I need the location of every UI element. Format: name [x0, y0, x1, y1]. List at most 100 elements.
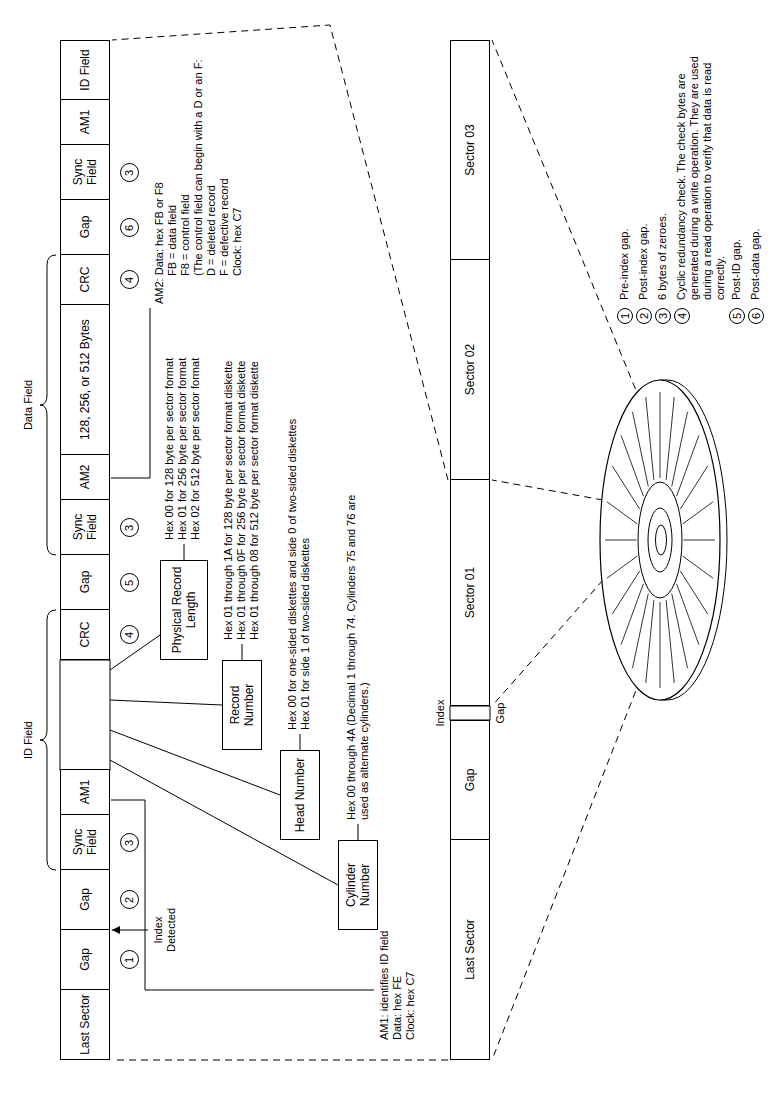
- legend-text: 6 bytes of zeroes.: [656, 28, 669, 300]
- data-field-bracket: [40, 255, 56, 555]
- track-field-box: Sync Field: [60, 499, 110, 555]
- field-label: ID Field: [78, 47, 92, 92]
- leader-line: [358, 824, 359, 840]
- track-field-box: Sync Field: [60, 144, 110, 200]
- sector-box: Last Sector: [450, 839, 490, 1060]
- disk-sector-line: [666, 600, 674, 683]
- disk-sector-line: [607, 556, 637, 578]
- legend-text: Cyclic redundancy check. The check bytes…: [675, 28, 727, 300]
- field-label: Gap: [78, 946, 92, 973]
- dashed-line: [112, 25, 448, 480]
- disk-sector-line: [677, 435, 699, 496]
- disk-radials: [605, 392, 715, 688]
- field-label: Sync Field: [71, 500, 99, 554]
- disk-sector-line: [612, 571, 639, 614]
- field-group-label: Data Field: [22, 345, 35, 465]
- id-field-bracket: [40, 610, 56, 870]
- disk-sector-line: [677, 584, 699, 645]
- field-description: Hex 01 through 1A for 128 byte per secto…: [222, 304, 235, 640]
- field-label: AM2: [78, 463, 92, 492]
- field-description: AM1: identifies ID field: [378, 830, 391, 1040]
- track-field-box: AM1: [60, 769, 110, 815]
- field-description: F8 = control field: [179, 48, 192, 276]
- callout-number: 5: [729, 308, 745, 324]
- field-label: Gap: [78, 569, 92, 596]
- track-field-box: Gap: [60, 199, 110, 255]
- field-label: Sector 01: [463, 565, 477, 620]
- track-field-box: AM2: [60, 454, 110, 500]
- dashed-line: [492, 580, 603, 706]
- index-label: Index Detected: [152, 896, 178, 964]
- callout-number: 4: [120, 626, 139, 645]
- track-field-box: 128, 256, or 512 Bytes: [60, 304, 110, 455]
- field-label: Physical Record Length: [170, 561, 198, 659]
- leader-line: [184, 544, 185, 560]
- disk-sector-line: [612, 466, 639, 509]
- field-description: AM2: Data: hex FB or F8: [153, 48, 166, 304]
- disk-hole: [656, 525, 667, 555]
- disk-sector-line: [672, 412, 688, 486]
- disk-ring: [638, 482, 682, 598]
- field-label: 128, 256, or 512 Bytes: [78, 317, 92, 442]
- dashed-line: [492, 40, 640, 400]
- field-description: Hex 00 through 4A (Decimal 1 through 74.…: [345, 475, 371, 820]
- sector-box: Sector 02: [450, 259, 490, 480]
- id-field-box: [60, 660, 110, 770]
- legend-text: Post-index gap.: [637, 28, 650, 300]
- field-label: AM1: [78, 778, 92, 807]
- disk-sector-line: [633, 412, 649, 486]
- disk-sector-line: [680, 571, 707, 614]
- field-label: Last Sector: [463, 917, 477, 982]
- field-label: Sector 02: [463, 342, 477, 397]
- field-label: CRC: [78, 265, 92, 295]
- track-field-box: AM1: [60, 99, 110, 145]
- track-field-box: Sync Field: [60, 814, 110, 870]
- callout-number: 3: [655, 308, 671, 324]
- callout-number: 3: [120, 834, 139, 853]
- track-field-box: Gap: [60, 554, 110, 610]
- field-description: Hex 02 for 512 byte per sector format: [189, 300, 202, 540]
- field-label: Head Number: [293, 756, 307, 835]
- callout-number: 6: [120, 219, 139, 238]
- field-label: Last Sector: [78, 992, 92, 1057]
- callout-number: 3: [120, 519, 139, 538]
- disk-sector-line: [646, 600, 654, 683]
- disk-sector-line: [621, 584, 643, 645]
- field-label: Sector 03: [463, 122, 477, 177]
- field-description: (The control field can begin with a D or…: [192, 48, 205, 276]
- field-label: CRC: [78, 620, 92, 650]
- field-description: Clock: hex C7: [404, 830, 417, 1040]
- field-description: FB = data field: [166, 48, 179, 276]
- id-subfield-box: Physical Record Length: [160, 560, 208, 660]
- field-label: Record Number: [228, 661, 256, 749]
- disk-sector-line: [607, 502, 637, 524]
- diskette-drawing: [600, 380, 727, 700]
- field-group-label: ID Field: [22, 680, 35, 800]
- field-description: Hex 01 through 0F for 256 byte per secto…: [235, 304, 248, 640]
- leader-line: [300, 734, 301, 750]
- index-gap-box: [450, 706, 490, 720]
- sector-box: Gap: [450, 720, 490, 840]
- field-description: F = defective record: [218, 48, 231, 276]
- field-description: Hex 01 for side 1 of two-sided diskettes: [299, 330, 312, 730]
- field-description: Hex 01 through 08 for 512 byte per secto…: [248, 304, 261, 640]
- index-arrow: [112, 929, 148, 930]
- disk-surface: [600, 380, 720, 700]
- field-description: Hex 00 for one-sided diskettes and side …: [286, 330, 299, 730]
- disk-sector-line: [660, 602, 661, 688]
- legend-text: Post-ID gap.: [730, 28, 743, 300]
- legend-text: Pre-index gap.: [618, 28, 631, 300]
- leader-line: [110, 700, 222, 705]
- dashed-line: [112, 1060, 448, 1061]
- leader-line: [111, 308, 150, 478]
- id-subfield-box: Cylinder Number: [338, 840, 378, 930]
- field-description: Data: hex FE: [391, 830, 404, 1040]
- projection-lines: [112, 25, 640, 1060]
- callout-number: 5: [120, 574, 139, 593]
- callout-number: 4: [674, 308, 690, 324]
- disk-sector-line: [666, 397, 674, 480]
- sector-box: Sector 01: [450, 479, 490, 706]
- dashed-line: [492, 680, 640, 1060]
